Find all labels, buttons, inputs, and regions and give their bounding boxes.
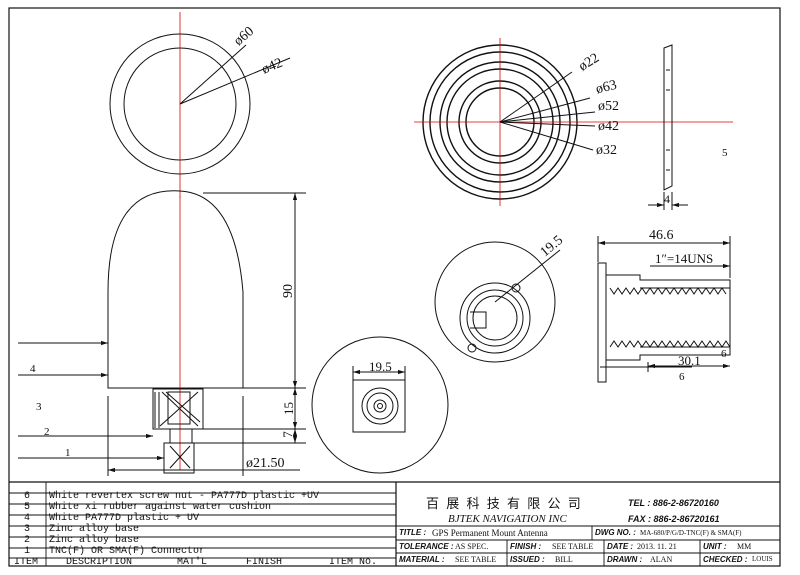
callout-1: 1	[65, 447, 71, 459]
drawn-value: ALAN	[650, 555, 673, 564]
nut-front-view	[434, 241, 561, 363]
bom-desc-5: White xi rubber against water cushion	[49, 502, 272, 513]
dim-side-number: 5	[722, 147, 728, 159]
bom-desc-3: Zinc alloy base	[49, 524, 140, 535]
dim-side-thickness: 4	[664, 192, 670, 206]
company-fax: FAX : 886-2-86720161	[628, 514, 720, 524]
bom-desc-2: Zinc alloy base	[49, 535, 140, 546]
radome-side-view	[18, 190, 306, 476]
dim-ring-d32: ø32	[596, 143, 617, 158]
bom-item-1: 1	[24, 546, 31, 557]
company-tel: TEL : 886-2-86720160	[628, 498, 719, 508]
dim-ring-d42: ø42	[598, 119, 619, 134]
bom-header-item-no: ITEM No.	[329, 557, 378, 568]
bom-header-item: ITEM	[14, 557, 39, 568]
bom-item-2: 2	[24, 535, 31, 546]
company-name-cn: 百 展 科 技 有 限 公 司	[426, 496, 583, 511]
bom-header-description: DESCRIPTION	[66, 557, 133, 568]
dim-ring-d52: ø52	[598, 99, 619, 114]
dim-six-b: 6	[679, 371, 685, 383]
dim-height-7: 7	[279, 431, 295, 438]
bom-item-3: 3	[24, 524, 31, 535]
finish-label: FINISH :	[510, 542, 542, 551]
checked-value: LOUIS	[752, 555, 773, 563]
bom-desc-6: White revertex screw nut - PA777D plasti…	[49, 491, 320, 502]
checked-label: CHECKED :	[703, 555, 748, 564]
callout-3: 3	[36, 401, 42, 413]
dim-bottom-19-5: 19.5	[369, 359, 392, 374]
dwg-value: MA-680/P/G/D-TNC(F) & SMA(F)	[640, 529, 742, 537]
callout-4: 4	[30, 363, 36, 375]
unit-value: MM	[737, 542, 752, 551]
material-label: MATERIAL :	[399, 555, 445, 564]
date-label: DATE :	[607, 542, 634, 551]
title-value: GPS Permanent Mount Antenna	[432, 528, 548, 538]
sheet-border	[8, 7, 781, 567]
material-value: SEE TABLE	[455, 555, 497, 564]
dim-base-diameter: ø21.50	[246, 456, 285, 471]
title-label: TITLE :	[399, 528, 427, 537]
bottom-view	[311, 336, 449, 474]
dim-nut-length: 46.6	[649, 228, 674, 243]
bom-table	[9, 481, 780, 566]
bom-header-finish: FINISH	[246, 557, 283, 568]
unit-label: UNIT :	[703, 542, 727, 551]
dim-height-90: 90	[281, 284, 296, 298]
issued-value: BILL	[555, 555, 573, 564]
tolerance-value: AS SPEC.	[455, 542, 489, 551]
top-ring-view	[109, 12, 291, 198]
bom-item-6: 6	[24, 491, 31, 502]
screw-nut-side-view	[597, 236, 731, 383]
bom-desc-4: White PA777D plastic + UV	[49, 513, 200, 524]
callout-2: 2	[44, 426, 50, 438]
drawn-label: DRAWN :	[607, 555, 643, 564]
bom-header-material: MAT'L	[177, 557, 208, 568]
dim-thread-length: 30.1	[678, 353, 701, 368]
date-value: 2013. 11. 21	[637, 542, 677, 551]
finish-value: SEE TABLE	[552, 542, 594, 551]
concentric-rings-view	[414, 38, 733, 206]
bom-desc-1: TNC(F) OR SMA(F) Connector	[49, 546, 206, 557]
side-profile-view	[648, 44, 688, 210]
bom-item-5: 5	[24, 502, 31, 513]
bom-item-4: 4	[24, 513, 31, 524]
dwg-label: DWG NO. :	[595, 528, 636, 537]
dim-thread: 1″=14UNS	[655, 251, 714, 266]
issued-label: ISSUED :	[510, 555, 545, 564]
dim-six-a: 6	[721, 348, 727, 360]
tolerance-label: TOLERANCE :	[399, 542, 454, 551]
dim-height-15: 15	[281, 402, 296, 415]
company-name-en: BJTEK NAVIGATION INC	[448, 513, 567, 525]
